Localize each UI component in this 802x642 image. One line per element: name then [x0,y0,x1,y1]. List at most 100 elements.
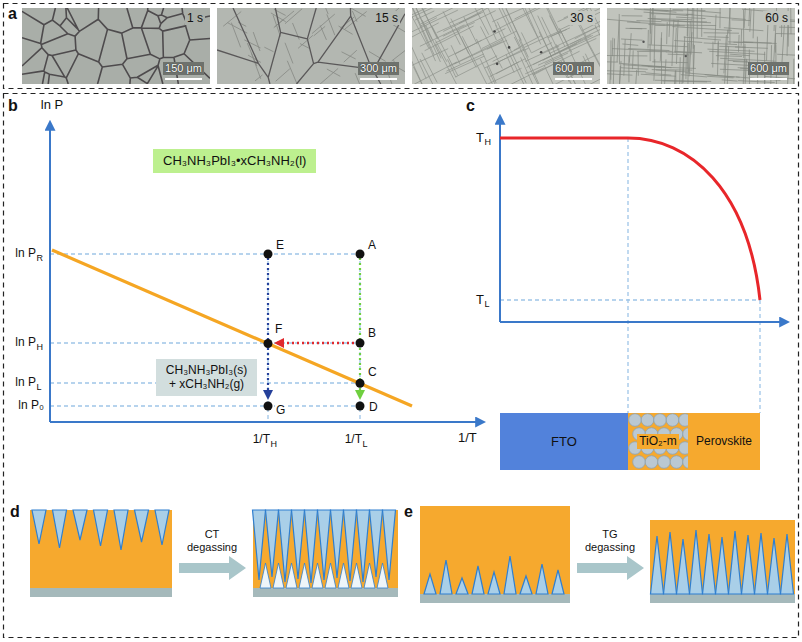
micrograph-ground [607,8,795,84]
crystal-texture [607,19,640,23]
state-point [264,402,273,411]
perovskite-film [253,510,398,588]
crystal-texture [610,56,611,84]
crystal-grain [520,576,532,594]
crystal-texture [515,8,542,19]
crystal-texture [743,42,772,43]
speck [642,40,644,42]
tio2-particle [633,456,646,469]
crystal-grain [331,510,344,578]
time-label: 1 s [185,11,205,25]
crystal-texture [450,8,506,23]
time-label: 60 s [763,11,790,25]
layer-band: Perovskite [688,413,760,470]
crystal-texture [635,70,637,84]
void-grain [338,563,349,588]
layer-band: TiO₂-m [628,413,688,470]
crystal-grain [253,510,266,580]
crystal-texture [629,33,631,63]
phase-boundary-line [52,250,412,406]
micrograph: 60 s600 μm [607,8,795,84]
crystal-grain [344,510,357,581]
point-letter: B [367,327,377,341]
crystal-texture [300,44,309,49]
crystal-texture [488,8,497,26]
crystal-texture [412,8,431,43]
micrograph-image [412,8,600,84]
speck [685,55,687,57]
crystal-texture [717,41,718,61]
scale-label: 300 μm [358,62,399,75]
crystal-grain [472,566,484,594]
crystal-texture [708,36,729,38]
subscript: H [37,342,44,352]
crystal-grain [781,534,794,594]
perovskite-film [650,520,795,594]
crystal-texture [744,44,745,79]
substrate [650,594,795,603]
crystal-texture [314,26,325,35]
panel-letter: e [404,503,413,521]
crystal-texture [618,61,621,84]
y-axis [499,116,501,322]
crystal-grain [504,556,516,594]
crystal-texture [704,43,737,45]
guide-line [627,138,628,413]
y-axis [49,122,51,422]
crystal-texture [617,21,619,62]
crystal-texture [420,59,444,84]
crystal-texture [666,22,668,44]
subscript: L [37,382,42,392]
crystal-texture [687,10,721,13]
subscript: L [363,439,368,449]
crystal-texture [674,41,702,43]
crystal-texture [447,59,455,77]
substrate [30,588,172,597]
crystal-texture [551,28,570,36]
crystal-grain [114,510,128,550]
crystal-texture [264,47,273,52]
crystal-texture [648,67,696,69]
crystal-texture [663,59,666,84]
crystal-texture [793,59,794,84]
crystal-texture [724,35,727,73]
crystal-texture [645,73,671,75]
crystal-texture [651,13,694,15]
temperature-profile [500,116,788,470]
tio2-particle [666,414,679,427]
crystal-texture [731,19,750,21]
crystal-texture [612,49,672,52]
crystal-texture [437,13,481,33]
speck [496,63,499,66]
crystal-grain [536,564,548,594]
subscript: R [37,253,44,263]
substrate [253,588,398,597]
crystal-texture [656,70,691,72]
crystal-grain [155,510,169,545]
crystal-texture [776,33,795,35]
crystal-grain [716,537,729,594]
void-grain [364,563,375,588]
panel-letter: b [8,97,18,115]
crystal-texture [675,70,676,84]
point-letter: E [275,239,285,253]
crystal-texture [524,31,561,48]
crystal-texture [506,54,514,72]
crystal-texture [647,30,648,49]
crystal-texture [722,80,738,81]
crystal-grain [729,531,742,594]
crystal-texture [676,20,678,64]
layer-label: Perovskite [694,434,754,448]
crystal-grain [383,510,396,580]
process-label: TG degassing [579,528,641,553]
crystal-texture [679,57,681,84]
crystal-texture [287,61,298,84]
micrograph-ground [217,8,405,84]
crystal-texture [705,75,735,78]
guide-line [759,300,760,413]
point-letter: A [367,239,377,253]
subscript: H [485,137,492,147]
layer-band: FTO [500,413,628,470]
crystal-texture [506,9,521,40]
